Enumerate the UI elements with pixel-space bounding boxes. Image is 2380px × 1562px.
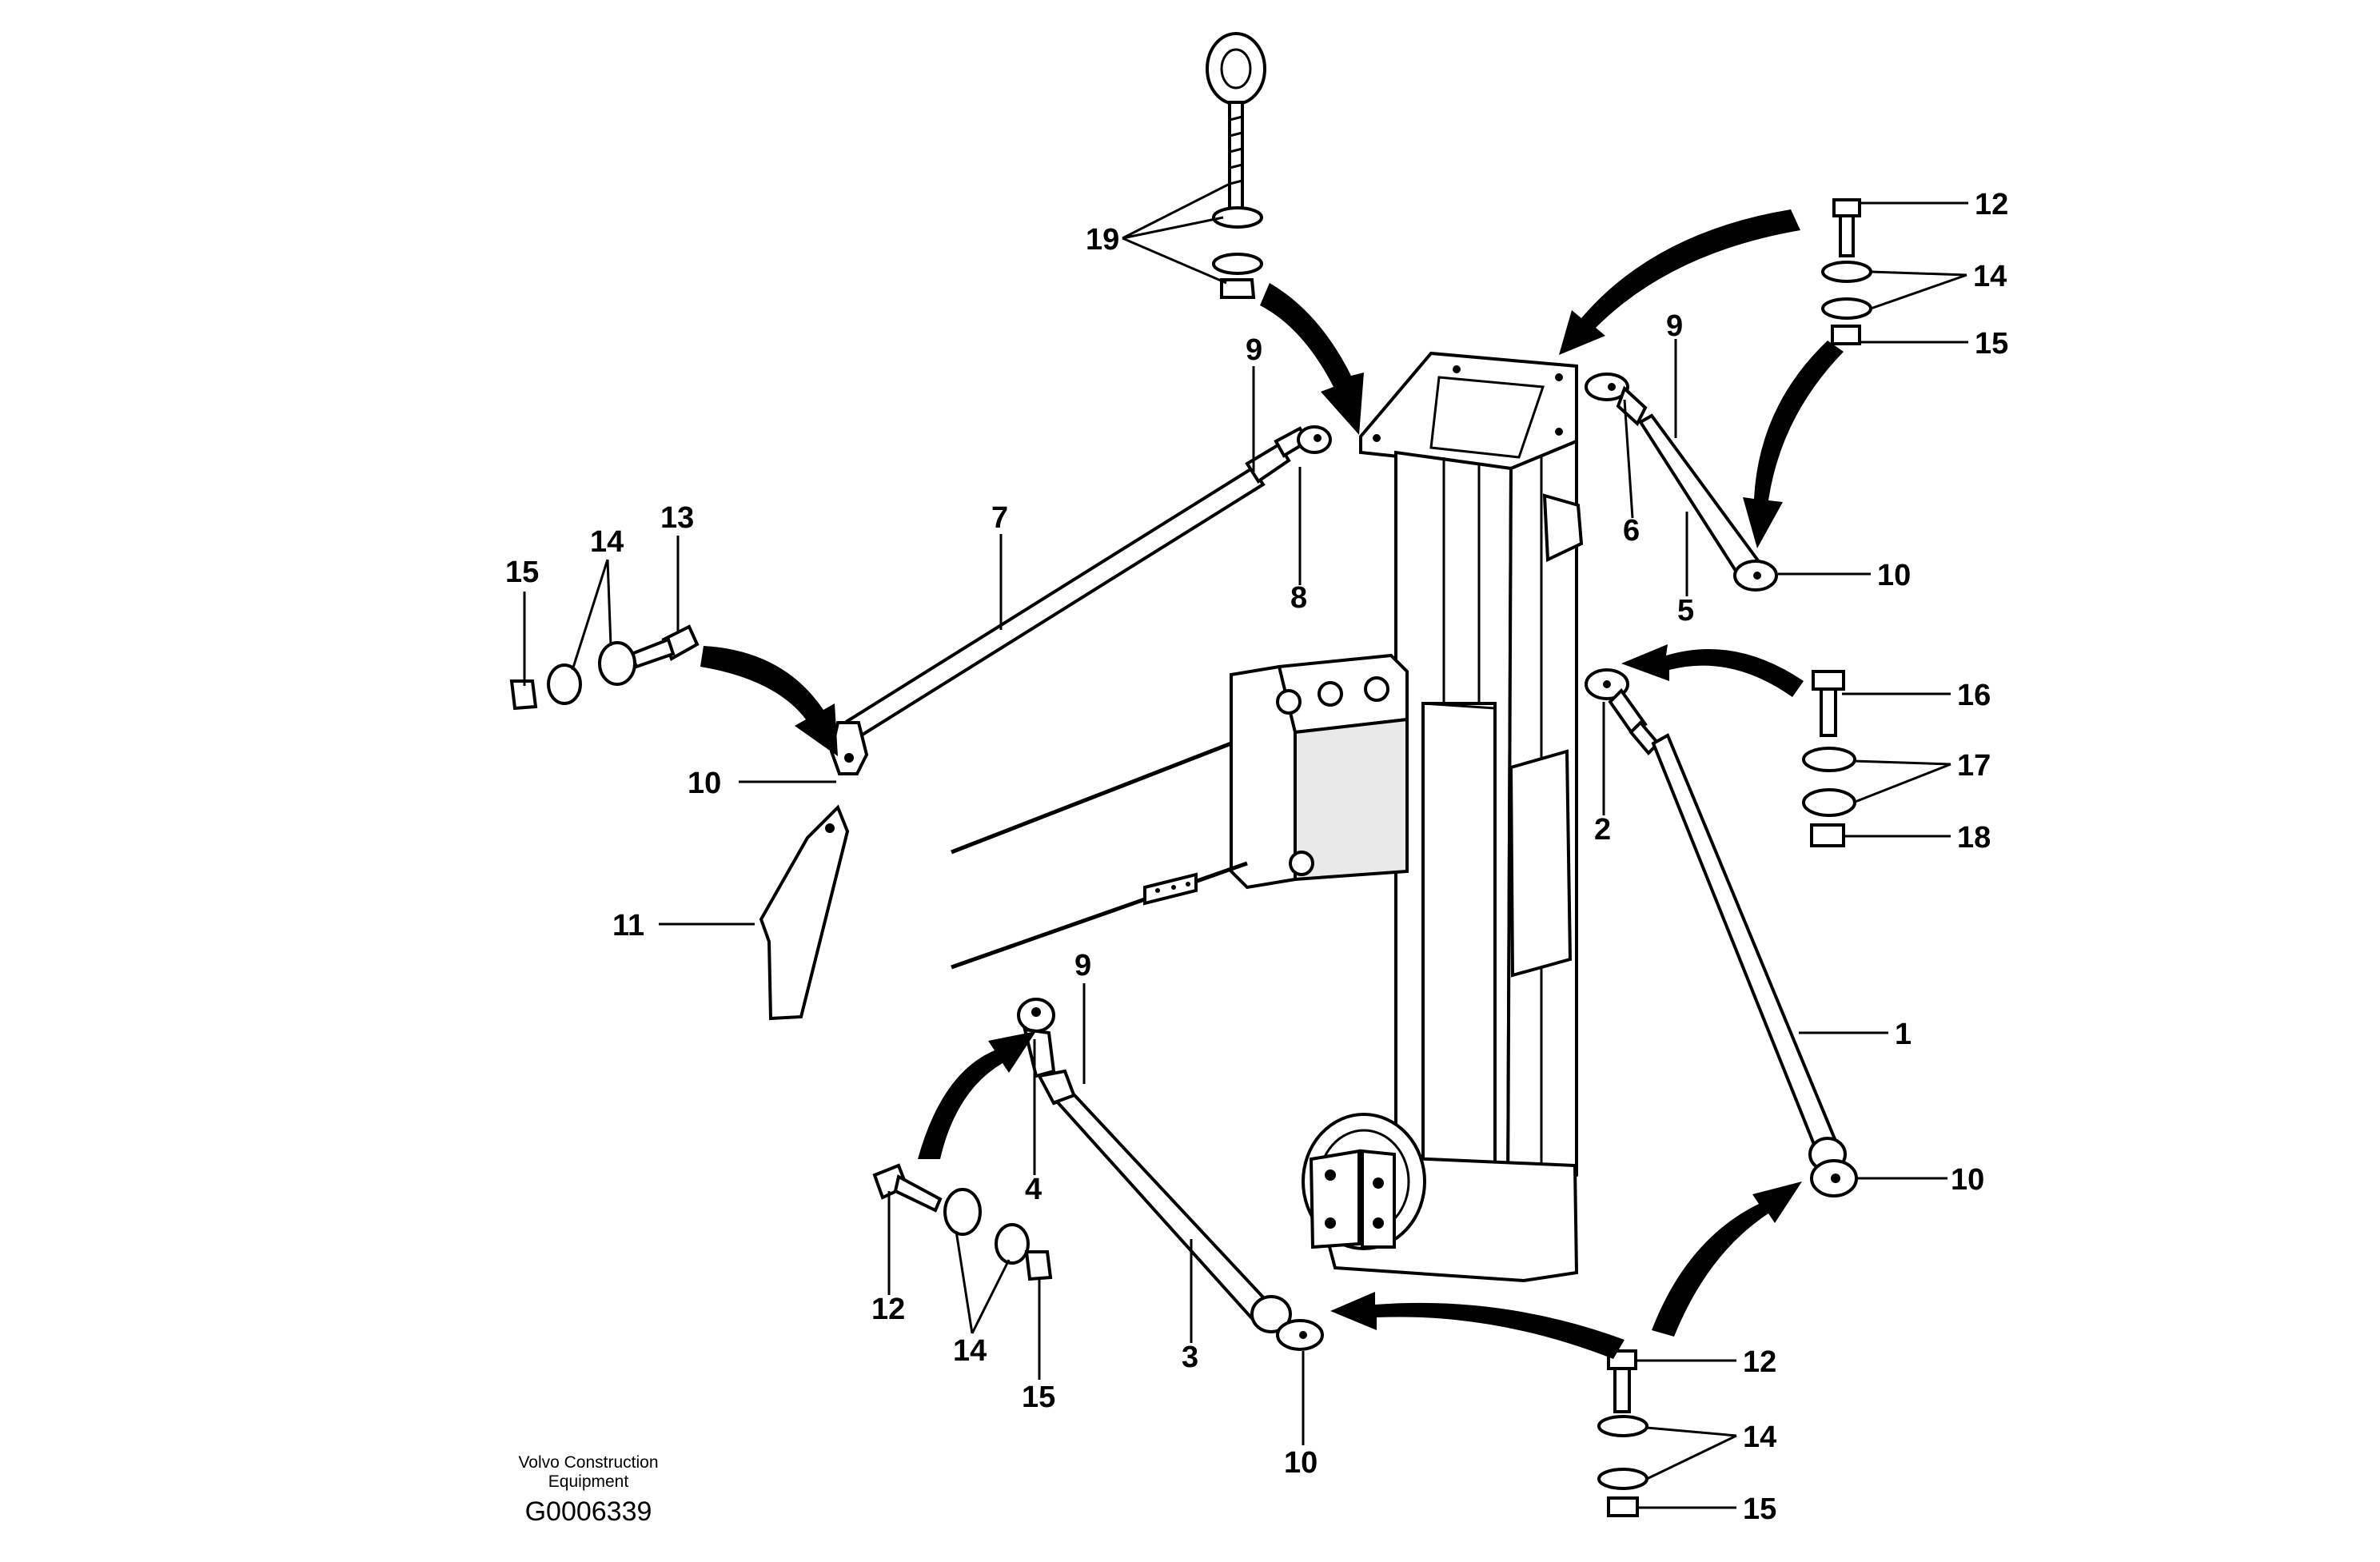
callout-6: 6 — [1623, 514, 1640, 548]
company-name-line2: Equipment — [548, 1472, 629, 1491]
callout-10: 10 — [688, 767, 721, 800]
eye-bolt-19 — [1206, 32, 1266, 299]
strut-3 — [1017, 998, 1324, 1351]
arrow-top-right-to-strut-5 — [1743, 341, 1844, 548]
bracket-11 — [759, 804, 850, 1021]
callout-14: 14 — [1743, 1421, 1776, 1454]
callout-labels: 19 9 8 7 13 14 15 10 11 12 14 15 9 6 5 1… — [505, 188, 2008, 1526]
callout-14: 14 — [953, 1334, 987, 1368]
callout-15: 15 — [505, 556, 539, 589]
callout-9: 9 — [1074, 949, 1091, 982]
callout-7: 7 — [991, 501, 1008, 535]
arrow-bottom-right-to-strut-3 — [1330, 1292, 1625, 1359]
callout-18: 18 — [1957, 821, 1991, 855]
arrow-16-to-strut-1 — [1621, 644, 1804, 697]
callout-15: 15 — [1975, 327, 2008, 361]
callout-3: 3 — [1182, 1341, 1198, 1374]
callout-19: 19 — [1086, 223, 1119, 257]
drawing-footer: Volvo Construction Equipment G0006339 — [518, 1453, 658, 1527]
callout-17: 17 — [1957, 749, 1991, 783]
arrow-top-right-to-plate — [1559, 209, 1800, 355]
strut-5 — [1585, 373, 1778, 592]
callout-10: 10 — [1284, 1446, 1318, 1480]
leader-lines — [523, 182, 1968, 1509]
callout-15: 15 — [1743, 1492, 1776, 1526]
callout-9: 9 — [1666, 309, 1683, 343]
callout-14: 14 — [590, 525, 624, 559]
callout-5: 5 — [1677, 594, 1694, 628]
bolt-set-bottom-right — [1597, 1349, 1648, 1517]
callout-12: 12 — [1743, 1345, 1776, 1379]
callout-12: 12 — [871, 1293, 905, 1326]
company-name-line1: Volvo Construction — [518, 1453, 658, 1472]
callout-14: 14 — [1973, 260, 2007, 293]
arrow-bottom-right-to-strut-1 — [1652, 1181, 1802, 1337]
bolt-set-top-right — [1821, 198, 1872, 345]
callout-1: 1 — [1895, 1018, 1912, 1051]
callout-8: 8 — [1290, 581, 1307, 615]
callout-13: 13 — [660, 501, 694, 535]
assembly-arrows — [700, 209, 1844, 1359]
main-frame-column — [951, 351, 1584, 1283]
arrow-eye-bolt-to-plate — [1260, 283, 1364, 435]
callout-2: 2 — [1594, 813, 1611, 847]
callout-9: 9 — [1246, 333, 1262, 367]
arrow-bottom-left-to-strut-3 — [918, 1031, 1036, 1159]
bolt-set-left — [509, 624, 700, 711]
strut-1 — [1585, 668, 1858, 1197]
bolt-set-16-18 — [1802, 670, 1856, 847]
callout-4: 4 — [1025, 1173, 1042, 1206]
callout-12: 12 — [1975, 188, 2008, 221]
arrow-left-bolts-to-strut-7 — [700, 646, 838, 756]
callout-11: 11 — [612, 909, 644, 942]
callout-15: 15 — [1022, 1381, 1055, 1414]
callout-10: 10 — [1951, 1163, 1984, 1197]
callout-10: 10 — [1877, 559, 1911, 592]
drawing-code: G0006339 — [525, 1496, 652, 1527]
bolt-set-bottom-left — [872, 1163, 1053, 1281]
callout-16: 16 — [1957, 679, 1991, 712]
